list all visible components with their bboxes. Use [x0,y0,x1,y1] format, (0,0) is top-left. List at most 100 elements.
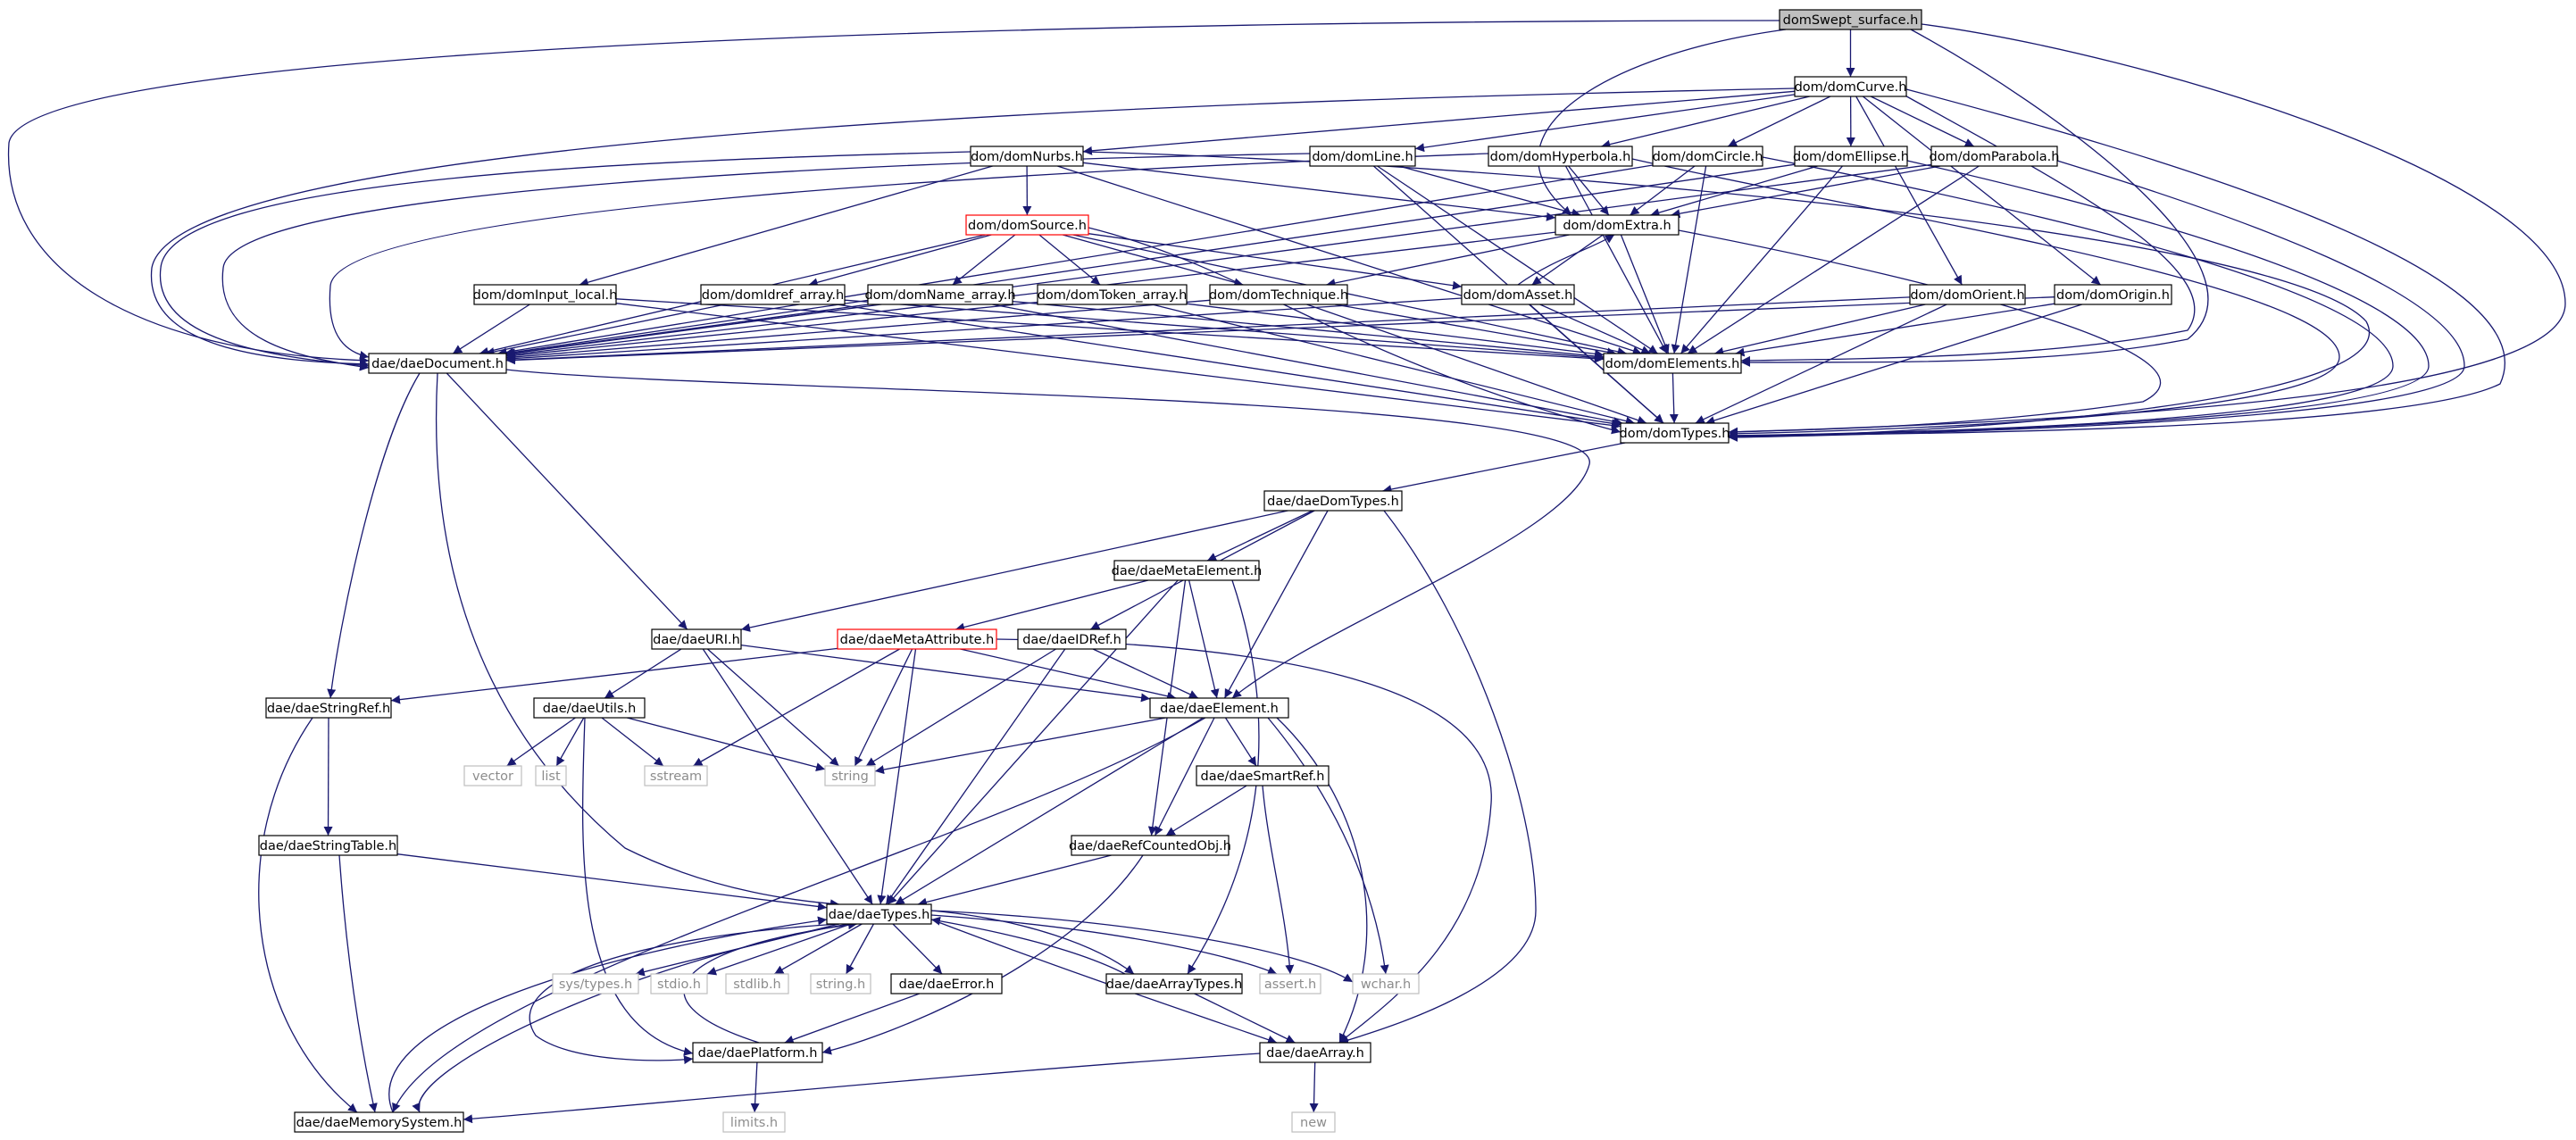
node-box-metaattr[interactable] [837,628,997,650]
node-box-technique[interactable] [1209,284,1348,305]
node-memory[interactable]: dae/daeMemorySystem.h [294,1111,464,1133]
node-sstream[interactable]: sstream [644,765,708,786]
node-box-orient[interactable] [1909,284,2026,305]
node-platform[interactable]: dae/daePlatform.h [692,1042,823,1063]
node-idref[interactable]: dom/domIdref_array.h [700,284,846,305]
node-box-ellipse[interactable] [1794,146,1908,167]
node-box-refcounted[interactable] [1071,835,1230,856]
node-box-extra[interactable] [1555,214,1680,236]
node-stringh[interactable]: string.h [810,973,871,994]
node-daetypes[interactable]: dae/daeTypes.h [826,903,932,925]
node-box-daedomtypes[interactable] [1263,490,1403,512]
node-box-elements[interactable] [1603,353,1742,374]
node-document[interactable]: dae/daeDocument.h [368,353,507,374]
node-box-uri[interactable] [651,628,742,650]
node-box-metaelement[interactable] [1113,560,1260,581]
node-idrefh[interactable]: dae/daeIDRef.h [1017,628,1127,650]
node-box-asset[interactable] [1461,284,1575,305]
node-box-platform[interactable] [692,1042,823,1063]
node-array[interactable]: dae/daeArray.h [1259,1042,1371,1063]
node-parabola[interactable]: dom/domParabola.h [1930,146,2060,167]
node-box-parabola[interactable] [1930,146,2058,167]
node-stdio[interactable]: stdio.h [650,973,708,994]
node-smartref[interactable]: dae/daeSmartRef.h [1196,765,1330,786]
node-box-systypes[interactable] [552,973,639,994]
node-string[interactable]: string [824,765,876,786]
node-box-limits[interactable] [722,1111,786,1133]
node-metaattr[interactable]: dae/daeMetaAttribute.h [837,628,997,650]
node-elements[interactable]: dom/domElements.h [1603,353,1742,374]
node-box-idrefh[interactable] [1017,628,1127,650]
node-arraytypes[interactable]: dae/daeArrayTypes.h [1105,973,1243,994]
node-wchar[interactable]: wchar.h [1352,973,1420,994]
node-stringref[interactable]: dae/daeStringRef.h [265,697,392,719]
node-hyperbola[interactable]: dom/domHyperbola.h [1488,146,1633,167]
node-box-element[interactable] [1149,697,1289,719]
node-box-stdio[interactable] [650,973,708,994]
node-box-stringh[interactable] [810,973,871,994]
node-box-error[interactable] [890,973,1003,994]
node-refcounted[interactable]: dae/daeRefCountedObj.h [1069,835,1231,856]
node-box-sstream[interactable] [644,765,708,786]
node-box-stdlib[interactable] [725,973,789,994]
node-box-string[interactable] [824,765,876,786]
node-box-curve[interactable] [1794,76,1907,97]
node-ellipse[interactable]: dom/domEllipse.h [1793,146,1909,167]
node-daedomtypes[interactable]: dae/daeDomTypes.h [1263,490,1403,512]
node-tokenarr[interactable]: dom/domToken_array.h [1037,284,1188,305]
node-error[interactable]: dae/daeError.h [890,973,1003,994]
node-box-nurbs[interactable] [970,146,1084,167]
node-box-document[interactable] [368,353,507,374]
node-box-list[interactable] [535,765,567,786]
node-nurbs[interactable]: dom/domNurbs.h [970,146,1084,167]
node-box-hyperbola[interactable] [1488,146,1633,167]
node-domtypes[interactable]: dom/domTypes.h [1620,422,1730,444]
node-stringtable[interactable]: dae/daeStringTable.h [258,835,398,856]
node-box-origin[interactable] [2054,284,2172,305]
node-new[interactable]: new [1291,1111,1336,1133]
node-box-circle[interactable] [1652,146,1763,167]
node-vector[interactable]: vector [463,765,522,786]
node-systypes[interactable]: sys/types.h [552,973,639,994]
node-box-assert[interactable] [1259,973,1321,994]
node-stdlib[interactable]: stdlib.h [725,973,789,994]
node-box-idref[interactable] [700,284,846,305]
node-box-namearr[interactable] [867,284,1013,305]
node-box-domtypes[interactable] [1620,422,1730,444]
node-assert[interactable]: assert.h [1259,973,1321,994]
node-box-utils[interactable] [533,697,646,719]
node-curve[interactable]: dom/domCurve.h [1794,76,1907,97]
node-source[interactable]: dom/domSource.h [965,214,1089,236]
node-box-array[interactable] [1259,1042,1371,1063]
node-box-inputlocal[interactable] [473,284,617,305]
node-box-wchar[interactable] [1352,973,1420,994]
node-circle[interactable]: dom/domCircle.h [1652,146,1763,167]
node-technique[interactable]: dom/domTechnique.h [1209,284,1348,305]
node-box-smartref[interactable] [1196,765,1330,786]
node-box-stringtable[interactable] [258,835,398,856]
node-box-arraytypes[interactable] [1105,973,1243,994]
node-uri[interactable]: dae/daeURI.h [651,628,742,650]
node-box-source[interactable] [965,214,1089,236]
node-asset[interactable]: dom/domAsset.h [1461,284,1575,305]
node-inputlocal[interactable]: dom/domInput_local.h [473,284,618,305]
node-swept[interactable]: domSwept_surface.h [1779,9,1922,30]
node-utils[interactable]: dae/daeUtils.h [533,697,646,719]
node-box-tokenarr[interactable] [1037,284,1188,305]
node-orient[interactable]: dom/domOrient.h [1909,284,2026,305]
node-limits[interactable]: limits.h [722,1111,786,1133]
node-list[interactable]: list [535,765,567,786]
node-origin[interactable]: dom/domOrigin.h [2054,284,2172,305]
node-namearr[interactable]: dom/domName_array.h [864,284,1016,305]
node-extra[interactable]: dom/domExtra.h [1555,214,1680,236]
node-element[interactable]: dae/daeElement.h [1149,697,1289,719]
node-box-line[interactable] [1309,146,1416,167]
node-box-daetypes[interactable] [826,903,932,925]
node-box-vector[interactable] [463,765,522,786]
node-box-memory[interactable] [294,1111,464,1133]
node-box-new[interactable] [1291,1111,1336,1133]
node-box-swept[interactable] [1779,9,1922,30]
node-metaelement[interactable]: dae/daeMetaElement.h [1112,560,1263,581]
node-line[interactable]: dom/domLine.h [1309,146,1416,167]
node-box-stringref[interactable] [265,697,392,719]
